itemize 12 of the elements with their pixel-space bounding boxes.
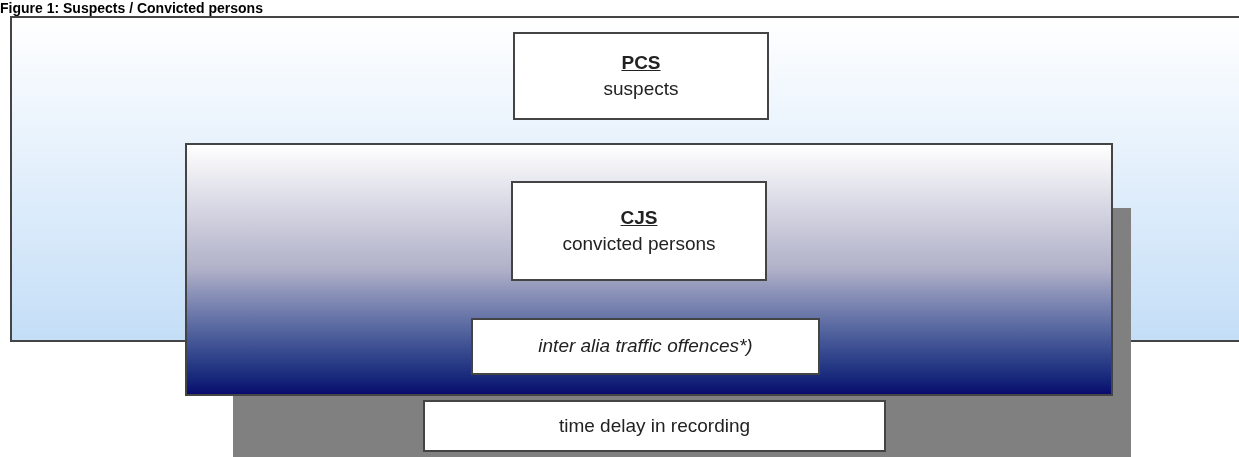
- box-text: inter alia traffic offences*): [538, 334, 753, 359]
- box-text: convicted persons: [562, 232, 716, 256]
- box-text: time delay in recording: [558, 413, 751, 438]
- process-box: [423, 400, 886, 452]
- process-box: [471, 318, 820, 375]
- figure-title: Figure 1: Suspects / Convicted persons: [0, 0, 263, 16]
- gradient-panel: [185, 143, 1113, 396]
- process-box: [513, 32, 769, 120]
- box-heading: CJS: [620, 205, 658, 230]
- box-text: suspects: [603, 77, 679, 101]
- process-box: [511, 181, 767, 281]
- box-heading: PCS: [621, 50, 661, 75]
